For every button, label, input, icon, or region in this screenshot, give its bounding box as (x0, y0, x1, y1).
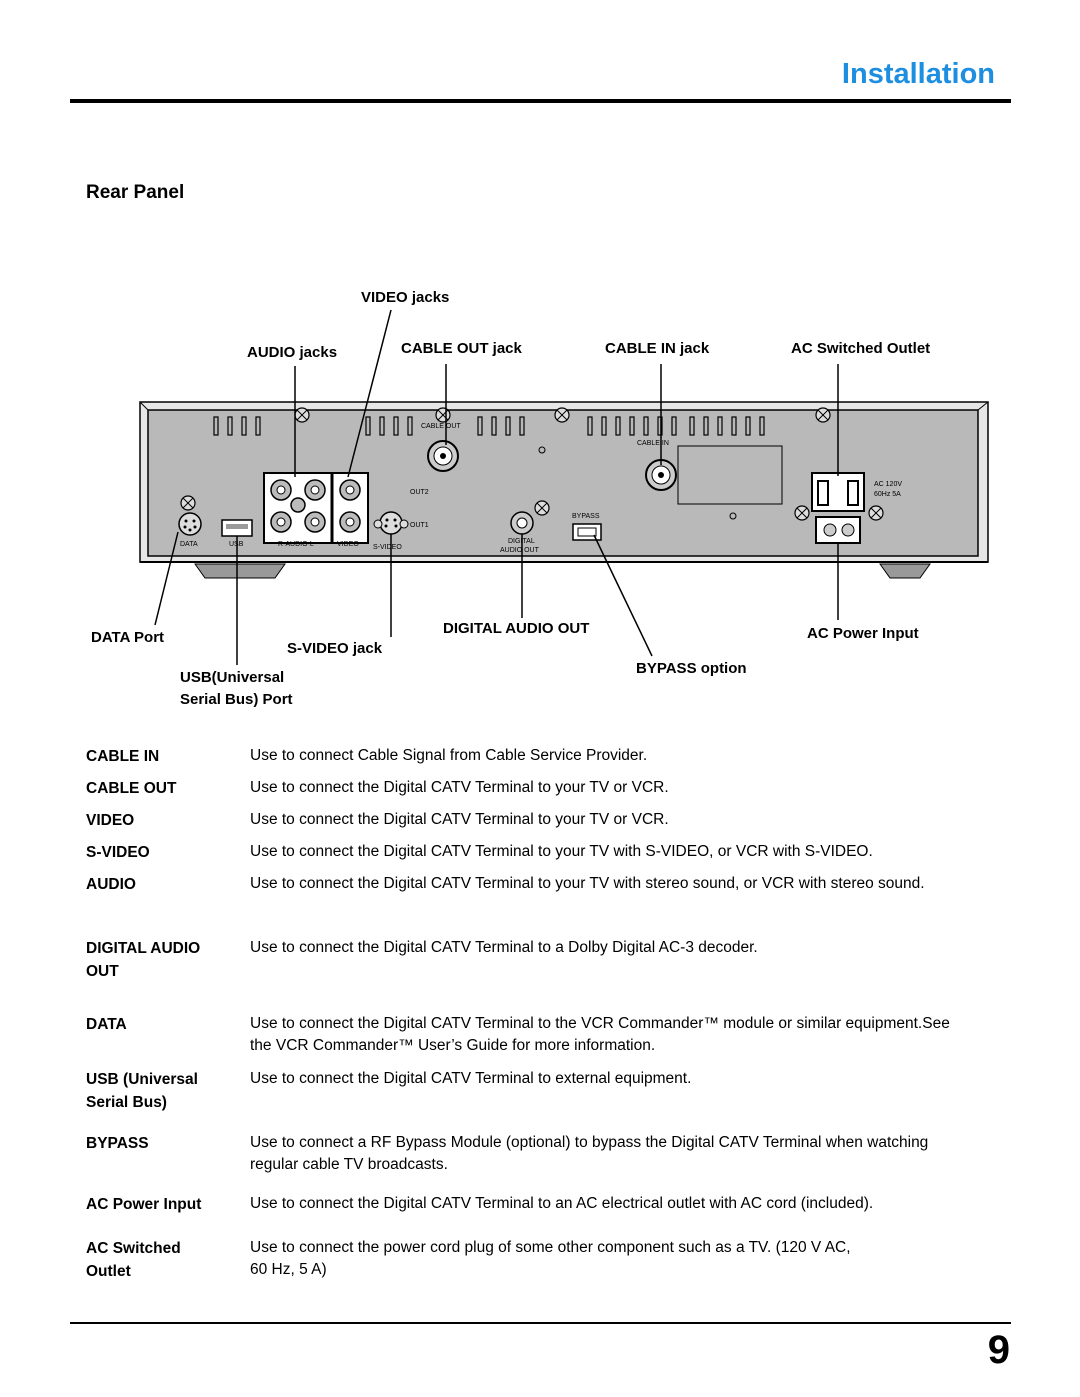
section-title: Rear Panel (86, 182, 185, 203)
ac-power-input-connector (815, 516, 861, 544)
panel-text-ac-rating-1: AC 120V (874, 481, 902, 488)
definition-term: DIGITAL AUDIO OUT (86, 940, 201, 980)
screw-cross (182, 409, 882, 519)
definition-desc: Use to connect a RF Bypass Module (optio… (250, 1134, 929, 1173)
definition-desc: Use to connect the Digital CATV Terminal… (250, 1070, 692, 1087)
label-audio-jacks: AUDIO jacks (247, 344, 338, 361)
definition-term: AUDIO (86, 876, 136, 893)
cable-in-connector (645, 459, 677, 491)
rear-panel-drawing: CABLE OUT CABLE IN OUT2 OUT1 BYPASS AC 1… (139, 309, 989, 665)
device-foot-left (194, 563, 286, 579)
leader-lines (154, 309, 839, 665)
label-plate (677, 445, 783, 505)
definition-term: CABLE IN (86, 748, 160, 765)
footer-rule (70, 1322, 1011, 1324)
label-digital-audio-out: DIGITAL AUDIO OUT (443, 620, 590, 637)
definition-desc: Use to connect the Digital CATV Terminal… (250, 1195, 874, 1212)
panel-text-bypass: BYPASS (572, 513, 600, 520)
label-usb-port-line1: USB(Universal (180, 669, 285, 686)
definition-desc: Use to connect the Digital CATV Terminal… (250, 779, 669, 796)
definition-term: DATA (86, 1016, 127, 1033)
definition-term: VIDEO (86, 812, 135, 829)
data-port-connector (178, 512, 202, 536)
page-header-title: Installation (841, 58, 995, 90)
rear-panel-diagram: VIDEO jacks AUDIO jacks CABLE OUT jack C… (0, 270, 1080, 730)
definition-term: BYPASS (86, 1135, 149, 1152)
definition-desc: Use to connect the Digital CATV Terminal… (250, 811, 669, 828)
definition-term: USB (Universal Serial Bus) (86, 1071, 198, 1111)
label-data-port: DATA Port (91, 629, 165, 646)
definition-desc: Use to connect Cable Signal from Cable S… (250, 747, 648, 764)
panel-text-audio-out: AUDIO OUT (500, 547, 540, 554)
panel-text-out2: OUT2 (410, 489, 429, 496)
device-foot-right (879, 563, 931, 579)
panel-text-ac-rating-2: 60Hz 5A (874, 491, 901, 498)
page-number: 9 (987, 1328, 1010, 1372)
panel-text-video: VIDEO (337, 541, 359, 548)
header-rule (70, 99, 1011, 103)
definition-desc: Use to connect the Digital CATV Terminal… (250, 843, 873, 860)
label-video-jacks: VIDEO jacks (361, 289, 450, 306)
definition-term: AC Switched Outlet (86, 1240, 181, 1280)
ac-switched-outlet-connector (811, 472, 865, 512)
definition-term: S-VIDEO (86, 844, 150, 861)
definition-term: AC Power Input (86, 1196, 202, 1213)
panel-text-r-audio-l: R-AUDIO-L (278, 541, 314, 548)
definition-desc: Use to connect the power cord plug of so… (250, 1239, 851, 1278)
cable-out-connector (427, 440, 459, 472)
panel-text-out1: OUT1 (410, 522, 429, 529)
panel-text-cable-out: CABLE OUT (421, 423, 461, 430)
panel-text-data: DATA (180, 541, 198, 548)
label-cable-in-jack: CABLE IN jack (605, 340, 710, 357)
definition-desc: Use to connect the Digital CATV Terminal… (250, 939, 758, 956)
label-ac-power-input: AC Power Input (807, 625, 919, 642)
panel-text-cable-in: CABLE IN (637, 440, 669, 447)
definition-desc: Use to connect the Digital CATV Terminal… (250, 875, 925, 892)
av-jack-block (263, 472, 369, 544)
definition-desc: Use to connect the Digital CATV Terminal… (250, 1015, 950, 1054)
vent-slots (213, 416, 765, 436)
label-s-video-jack: S-VIDEO jack (287, 640, 383, 657)
label-bypass-option: BYPASS option (636, 660, 747, 677)
s-video-connector (373, 511, 409, 535)
bypass-connector (572, 523, 602, 541)
label-cable-out-jack: CABLE OUT jack (401, 340, 522, 357)
panel-text-s-video: S-VIDEO (373, 544, 402, 551)
definition-term: CABLE OUT (86, 780, 177, 797)
label-usb-port-line2: Serial Bus) Port (180, 691, 293, 708)
label-ac-switched-outlet: AC Switched Outlet (791, 340, 931, 357)
digital-audio-out-connector (510, 511, 534, 535)
